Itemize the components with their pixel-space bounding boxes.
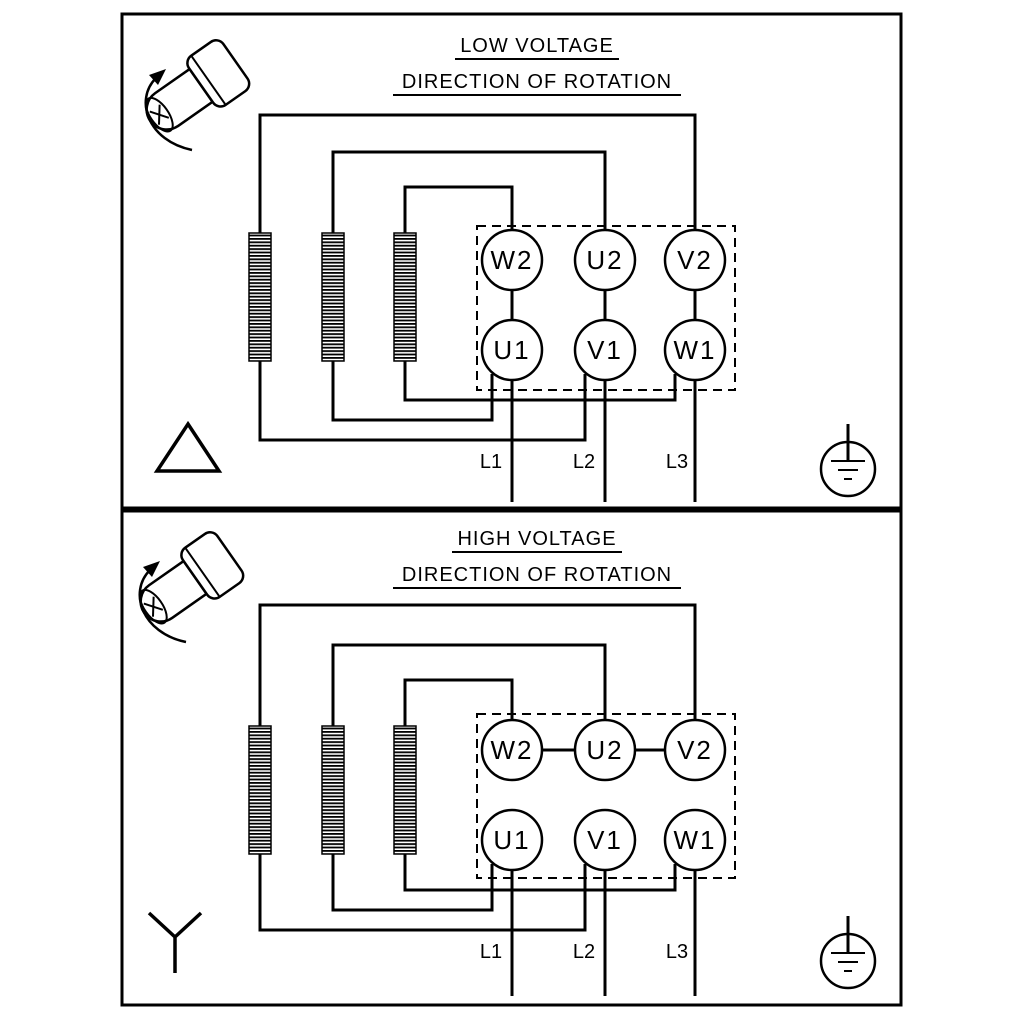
terminal-u2: U2: [573, 228, 637, 292]
winding-return-wires: [258, 361, 677, 442]
label-l1: L1: [480, 941, 502, 963]
terminal-w1: W1: [663, 318, 727, 382]
svg-text:V2: V2: [677, 245, 713, 275]
winding-coil: [248, 232, 272, 362]
terminal-v2: V2: [663, 718, 727, 782]
wire: [403, 185, 514, 233]
svg-text:U2: U2: [586, 245, 623, 275]
wire: [258, 603, 697, 726]
supply-wires: [510, 870, 697, 996]
winding-coil: [321, 725, 345, 855]
wire: [331, 150, 607, 233]
terminal-w2: W2: [480, 228, 544, 292]
label-l2: L2: [573, 451, 595, 473]
winding-coil: [321, 232, 345, 362]
winding-top-wires: [258, 113, 697, 233]
terminal-w2: W2: [480, 718, 544, 782]
svg-text:W1: W1: [674, 825, 717, 855]
delta-jumpers: [510, 290, 697, 320]
delta-connection-icon: [153, 420, 223, 473]
panel-border: [120, 509, 903, 1007]
winding-coil: [393, 725, 417, 855]
svg-text:W1: W1: [674, 335, 717, 365]
svg-text:W2: W2: [491, 245, 534, 275]
svg-text:U1: U1: [493, 825, 530, 855]
wire: [258, 854, 587, 932]
panel-high-voltage: HIGH VOLTAGE DIRECTION OF ROTATION: [120, 509, 903, 1007]
wire: [258, 361, 587, 442]
stator-windings: [248, 232, 417, 362]
stator-windings: [248, 725, 417, 855]
panel-subtitle: DIRECTION OF ROTATION: [402, 71, 672, 93]
panel-border: [120, 12, 903, 510]
winding-coil: [248, 725, 272, 855]
winding-top-wires: [258, 603, 697, 726]
winding-coil: [393, 232, 417, 362]
wire: [403, 678, 514, 726]
svg-text:U2: U2: [586, 735, 623, 765]
supply-wires: [510, 380, 697, 502]
terminal-box-outline: [476, 713, 736, 879]
wire: [331, 854, 494, 912]
terminal-u2: U2: [573, 718, 637, 782]
terminal-w1: W1: [663, 808, 727, 872]
wire: [331, 361, 494, 422]
panel-low-voltage: LOW VOLTAGE DIRECTION OF ROTATION: [120, 12, 903, 510]
svg-text:V1: V1: [587, 825, 623, 855]
wire: [258, 113, 697, 233]
terminal-box-outline: [476, 225, 736, 391]
label-l3: L3: [666, 941, 688, 963]
svg-text:V2: V2: [677, 735, 713, 765]
terminal-v1: V1: [573, 808, 637, 872]
svg-text:V1: V1: [587, 335, 623, 365]
panel-title: HIGH VOLTAGE: [457, 528, 616, 550]
label-l2: L2: [573, 941, 595, 963]
terminal-v2: V2: [663, 228, 727, 292]
panel-title: LOW VOLTAGE: [460, 35, 614, 57]
terminal-v1: V1: [573, 318, 637, 382]
label-l3: L3: [666, 451, 688, 473]
terminal-u1: U1: [480, 808, 544, 872]
svg-text:W2: W2: [491, 735, 534, 765]
star-connection-icon: [147, 911, 203, 973]
label-l1: L1: [480, 451, 502, 473]
panel-subtitle: DIRECTION OF ROTATION: [402, 564, 672, 586]
wire: [331, 643, 607, 726]
terminal-u1: U1: [480, 318, 544, 382]
wire: [403, 361, 677, 402]
svg-text:U1: U1: [493, 335, 530, 365]
